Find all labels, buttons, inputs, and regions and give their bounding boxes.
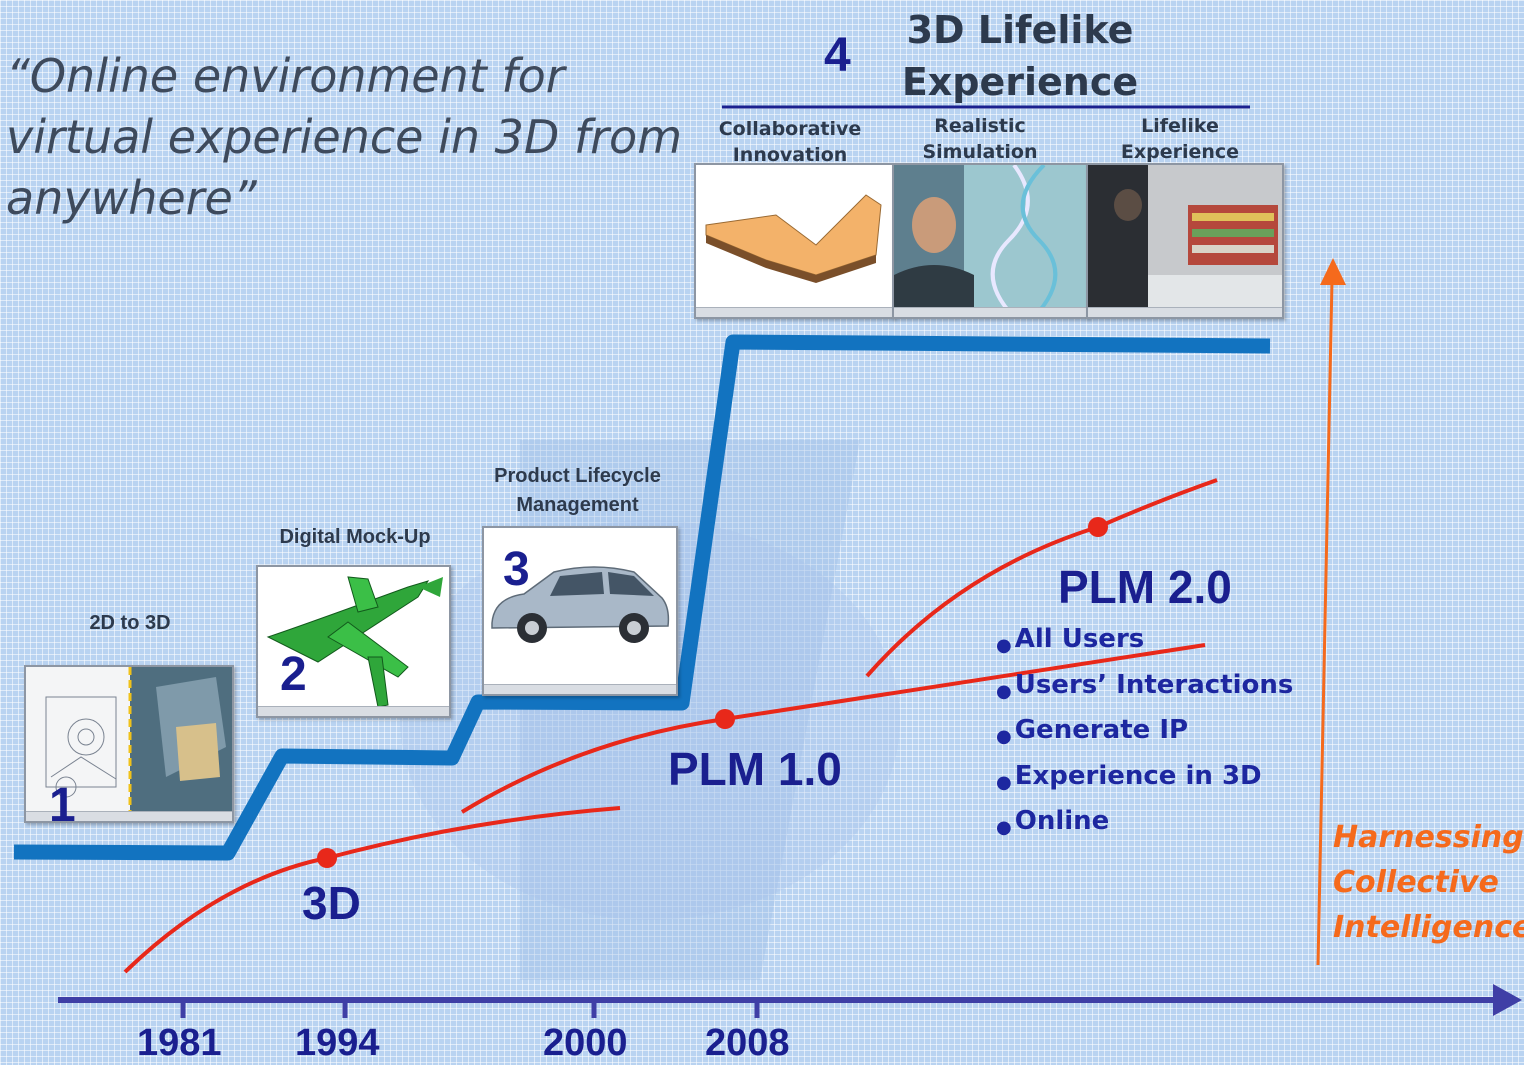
marker-plm2 [1088,517,1108,537]
scientist-dna-image [894,165,1086,317]
label-3d: 3D [302,877,361,929]
year-1994: 1994 [295,1022,380,1064]
panel-simulation-screenshot [892,163,1088,319]
side-arrow-shaft [1316,279,1334,966]
marker-plm1 [715,709,735,729]
year-2008: 2008 [705,1022,790,1064]
bullet-online: Online [996,802,1293,848]
step-line [13,334,1271,861]
stage1-screenshot [24,665,234,823]
stage3-screenshot [482,526,678,696]
supermarket-image [1088,165,1282,317]
panel-label-collaborative: Collaborative Innovation [718,118,862,166]
bullet-users-interactions: Users’ Interactions [996,666,1294,712]
quote-text: “Online environment for virtual experien… [6,49,683,225]
marker-3d [317,848,337,868]
stage1-label: 2D to 3D [89,612,171,634]
year-2000: 2000 [543,1022,628,1064]
year-1981: 1981 [137,1022,222,1064]
car-image [484,528,676,694]
stage2-screenshot [256,565,451,718]
panel-label-simulation: Realistic Simulation [922,115,1038,163]
stage2-number: 2 [280,648,307,701]
stage2-label: Digital Mock-Up [279,526,431,548]
airplane-image [258,567,449,716]
v-shape-chart-image [696,165,892,317]
stage3-number: 3 [503,543,530,596]
panel-collaborative-screenshot [694,163,894,319]
stage1-number: 1 [49,779,76,832]
panel-lifelike-screenshot [1086,163,1284,319]
side-arrow-head [1320,258,1346,285]
label-plm1: PLM 1.0 [668,743,842,795]
plm2-bullet-list: All Users Users’ Interactions Generate I… [996,620,1294,848]
side-arrow-label: Harnessing Collective Intelligence [1333,820,1524,945]
timeline-arrowhead [1493,984,1522,1016]
bullet-generate-ip: Generate IP [996,711,1293,757]
curve-plm2 [865,478,1218,678]
stage4-title: 3D Lifelike Experience [901,8,1139,104]
label-plm2: PLM 2.0 [1058,561,1232,613]
panel-label-lifelike: Lifelike Experience [1120,115,1240,163]
bullet-all-users: All Users [996,620,1293,666]
bullet-experience-3d: Experience in 3D [996,757,1293,803]
stage4-number: 4 [824,29,851,82]
stage3-label: Product Lifecycle Management [494,465,661,516]
drawing-to-3d-image [26,667,232,821]
